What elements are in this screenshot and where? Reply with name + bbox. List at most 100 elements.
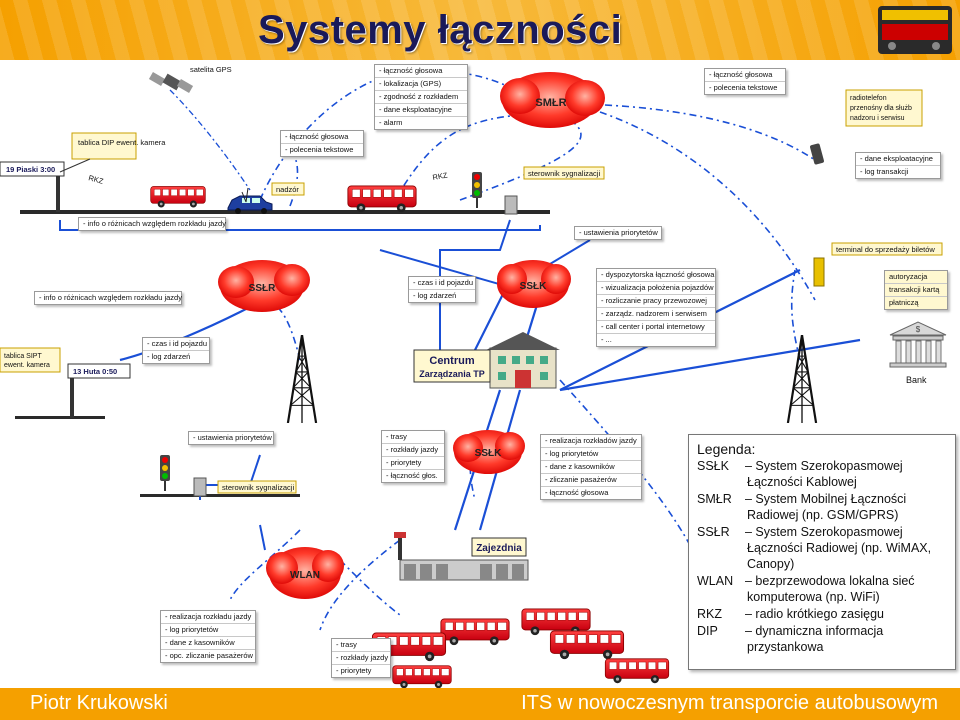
nadzor-label: nadzór	[276, 185, 299, 194]
info-box-bus-voice: - łączność głosowa- polecenia tekstowe	[280, 130, 364, 157]
sterownik-bottom-box	[217, 480, 297, 494]
info-box-smlr-bus: - łączność głosowa- lokalizacja (GPS)- z…	[374, 64, 468, 130]
signal-controller-icon	[193, 477, 207, 497]
stop-pole-bottom	[70, 378, 74, 418]
cloud-smlr-label: SMŁR	[535, 97, 566, 109]
bus-icon	[347, 185, 417, 213]
info-box-radio-right: - dane eksploatacyjne- log transakcji	[855, 152, 941, 179]
radiotelephone-icon	[810, 143, 824, 165]
page-title: Systemy łączności	[258, 8, 623, 52]
road-top	[20, 210, 550, 214]
info-box-smlr-right: - łączność głosowa- polecenia tekstowe	[704, 68, 786, 95]
road-stop-huta	[15, 416, 105, 419]
terminal-label: terminal do sprzedaży biletów	[836, 245, 935, 254]
sipt-label-2: ewent. kamera	[4, 362, 50, 369]
sterownik-top-label: sterownik sygnalizacji	[528, 169, 600, 178]
footer-author: Piotr Krukowski	[30, 692, 168, 714]
satellite-label: satelita GPS	[190, 65, 232, 74]
bus-icon	[604, 658, 670, 684]
wired-links-bottom	[199, 454, 266, 551]
dip-connector	[59, 158, 91, 173]
cloud-smlr: SMŁR	[500, 72, 605, 128]
terminal-box	[831, 242, 943, 256]
legend-item-rkz: RKZ– radio krótkiego zasięgu	[697, 607, 884, 621]
cloud-sslk-top: SSŁK	[497, 260, 571, 308]
sterownik-top-box	[523, 166, 605, 180]
diagram-canvas: SMŁR SSŁR SSŁK SSŁK WLAN	[0, 65, 947, 689]
rkz-label-1: RKZ	[87, 173, 104, 186]
ticket-terminal-icon	[813, 257, 825, 287]
cloud-sslr-label: SSŁR	[249, 283, 276, 294]
legend-item-wlan: WLAN– bezprzewodowa lokalna sieć	[697, 574, 915, 588]
info-box-czas-id-top: - czas i id pojazdu- log zdarzeń	[408, 276, 476, 303]
depot-building-icon	[394, 532, 529, 581]
cloud-sslk-top-label: SSŁK	[520, 281, 547, 292]
info-box-trasy-bottom: - trasy- rozkłady jazdy- priorytety	[331, 638, 391, 678]
cloud-sslk-bottom-label: SSŁK	[475, 448, 502, 459]
traffic-light-icon	[160, 455, 170, 491]
cloud-wlan: WLAN	[266, 547, 344, 599]
zajezdnia-box	[471, 537, 527, 557]
stop-pole-top	[56, 172, 60, 212]
stop-sign-top	[0, 161, 65, 177]
cloud-sslk-bottom: SSŁK	[453, 430, 525, 474]
antenna-icon	[241, 187, 249, 203]
info-box-info-left: - info o różnicach względem rozkładu jaz…	[34, 291, 182, 305]
road-signal-bottom	[140, 494, 300, 497]
radiotelefon-label-3: nadzoru i serwisu	[850, 115, 905, 122]
logo	[878, 6, 952, 54]
legend-item-smlr: SMŁR– System Mobilnej Łączności	[697, 492, 907, 506]
bus-icon	[549, 630, 625, 660]
stop-sign-top-text: 19 Piaski 3:00	[6, 165, 55, 174]
centrum-box	[413, 349, 491, 383]
header-pattern	[0, 0, 960, 60]
footer-subtitle: ITS w nowoczesnym transporcie autobusowy…	[521, 692, 938, 714]
diagram-area: SMŁR SSŁR SSŁK SSŁK WLAN	[0, 60, 960, 689]
info-box-depot-tasks: - realizacja rozkładów jazdy- log priory…	[540, 434, 642, 500]
gps-link	[169, 89, 251, 191]
header-bar: Systemy łączności	[0, 0, 960, 60]
cloud-wlan-label: WLAN	[290, 570, 320, 581]
centrum-label-2: Zarządzania TP	[419, 369, 485, 379]
legend-panel: Legenda: SSŁK– System Szerokopasmowej Łą…	[688, 434, 956, 670]
rkz-label-2: RKZ	[432, 170, 449, 182]
legend-item-sslr: SSŁR– System Szerokopasmowej	[697, 525, 903, 539]
info-box-trasy-top: - trasy- rozkłady jazdy- priorytety- łąc…	[381, 430, 445, 483]
info-box-wlan-tasks: - realizacja rozkładu jazdy- log prioryt…	[160, 610, 256, 663]
legend-title: Legenda:	[697, 441, 756, 457]
traffic-light-icon	[472, 172, 482, 208]
info-box-priorytet-bottom: - ustawienia priorytetów	[188, 431, 274, 445]
bus-icon	[440, 618, 510, 646]
bus-icon	[392, 665, 452, 689]
sipt-label-1: tablica SIPT	[4, 353, 42, 360]
radiotelefon-box	[845, 89, 923, 127]
signal-controller-icon	[504, 195, 518, 215]
info-box-info-top: - info o różnicach względem rozkładu jaz…	[78, 217, 226, 231]
radiotelefon-label-1: radiotelefon	[850, 95, 887, 102]
zajezdnia-label: Zajezdnia	[476, 543, 522, 554]
bank-label: Bank	[906, 375, 927, 385]
info-box-priorytet-top: - ustawienia priorytetów	[574, 226, 662, 240]
sipt-display	[0, 347, 61, 373]
footer-bar: Piotr Krukowski ITS w nowoczesnym transp…	[0, 688, 960, 720]
svg-text:$: $	[916, 325, 921, 334]
stop-sign-bottom-text: 13 Huta 0:50	[73, 367, 117, 376]
stop-sign-bottom	[67, 363, 131, 379]
satellite-icon	[148, 72, 194, 93]
info-box-centrum-tasks: - dyspozytorska łączność głosowa- wizual…	[596, 268, 716, 347]
radiotelefon-label-2: przenośny dla służb	[850, 105, 912, 112]
legend-item-sslk: SSŁK– System Szerokopasmowej	[697, 459, 903, 473]
bank-icon: $	[889, 321, 947, 368]
nadzor-box	[271, 182, 305, 196]
control-center-building-icon	[486, 332, 560, 389]
legend-item-dip: DIP– dynamiczna informacja	[697, 624, 884, 638]
radio-tower-icon	[286, 335, 318, 423]
dip-label: tablica DIP ewent. kamera	[78, 138, 166, 147]
bus-icon	[150, 186, 206, 208]
cloud-sslr: SSŁR	[218, 260, 310, 312]
centrum-label-1: Centrum	[429, 355, 474, 367]
dip-display	[71, 132, 137, 160]
info-box-czas-id-left: - czas i id pojazdu- log zdarzeń	[142, 337, 210, 364]
sterownik-bottom-label: sterownik sygnalizacji	[222, 483, 294, 492]
